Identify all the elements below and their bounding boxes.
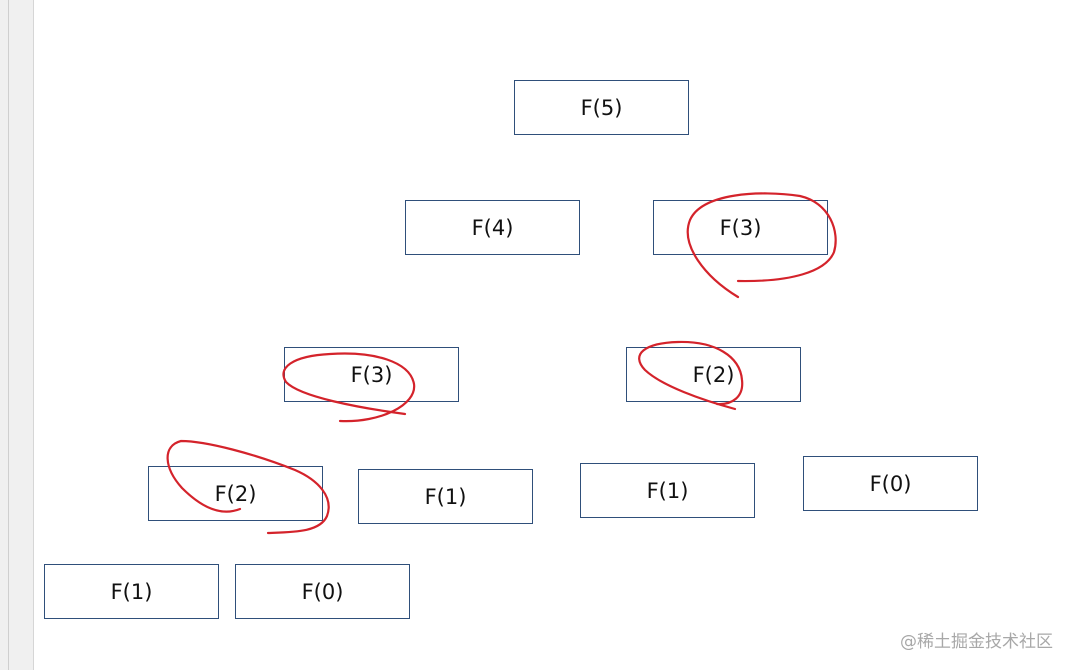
node-f4: F(4): [405, 200, 580, 255]
gutter-line: [8, 0, 9, 670]
node-f3-left: F(3): [284, 347, 459, 402]
node-f1-b: F(1): [580, 463, 755, 518]
node-f2-right: F(2): [626, 347, 801, 402]
node-f0-b: F(0): [235, 564, 410, 619]
node-f2-left: F(2): [148, 466, 323, 521]
node-f5: F(5): [514, 80, 689, 135]
node-f1-a: F(1): [358, 469, 533, 524]
left-gutter: [0, 0, 34, 670]
watermark-text: @稀土掘金技术社区: [900, 632, 1053, 652]
node-f1-c: F(1): [44, 564, 219, 619]
node-f3-right: F(3): [653, 200, 828, 255]
node-f0-a: F(0): [803, 456, 978, 511]
